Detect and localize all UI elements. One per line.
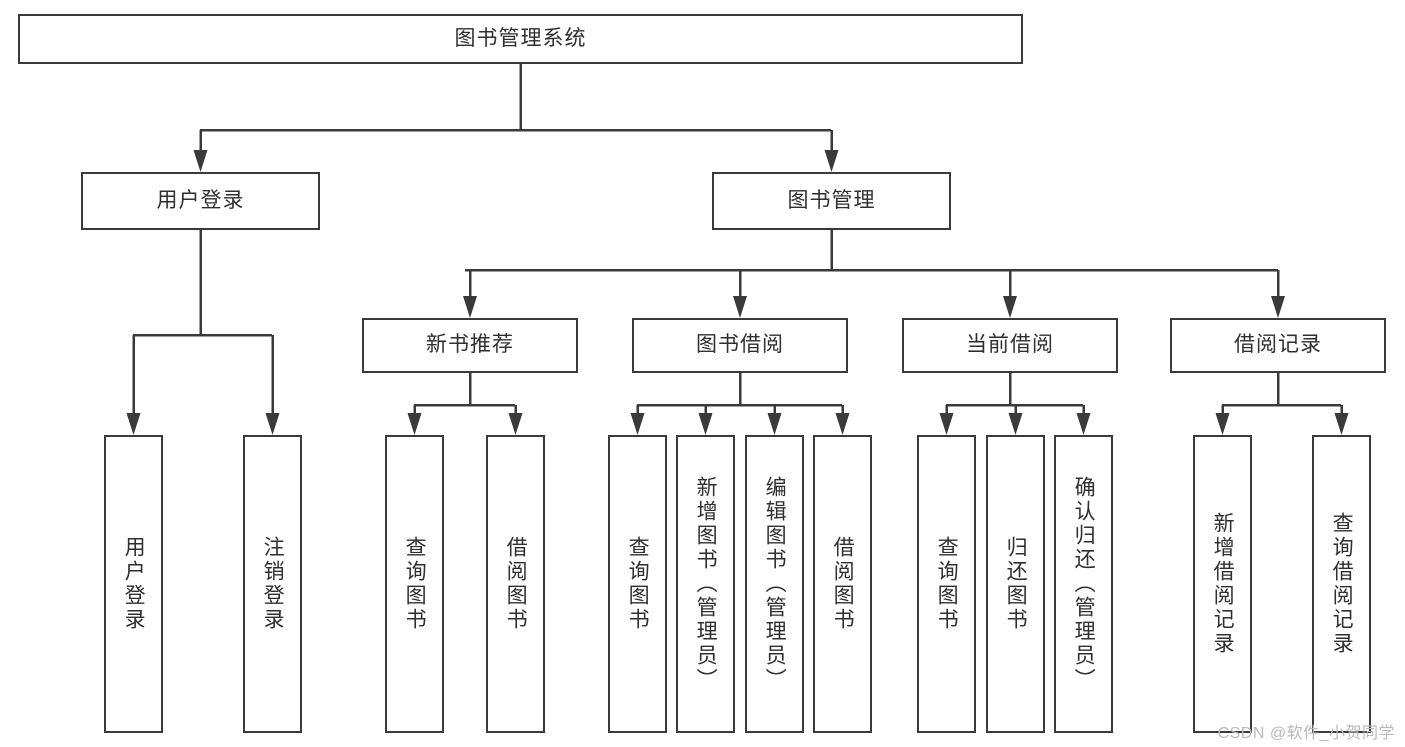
node-borrow[interactable]: 图书借阅 [632,318,848,373]
connector-arrowhead [767,413,782,435]
connector-arrowhead [824,150,839,172]
node-label-records: 借阅记录 [1234,333,1322,357]
node-l_ret[interactable]: 归还图书 [986,435,1045,733]
node-label-l_add: 新增图书（管理员） [694,476,718,692]
connector-arrowhead [835,413,850,435]
node-label-l_q2: 查询图书 [626,536,650,632]
node-login[interactable]: 用户登录 [81,172,320,230]
connector-arrowhead [1003,296,1017,318]
node-label-l_b1: 借阅图书 [504,536,528,632]
node-records[interactable]: 借阅记录 [1170,318,1386,373]
node-label-newbook: 新书推荐 [426,333,514,357]
connector-arrowhead [407,413,422,435]
node-label-l_ret: 归还图书 [1004,536,1028,632]
node-l_b2[interactable]: 借阅图书 [813,435,872,733]
connector-arrowhead [1008,413,1023,435]
node-l_addrec[interactable]: 新增借阅记录 [1193,435,1252,733]
connector-arrowhead [265,413,280,435]
node-root[interactable]: 图书管理系统 [18,14,1023,64]
node-l_q1[interactable]: 查询图书 [385,435,444,733]
node-label-l_q3: 查询图书 [935,536,959,632]
connector-arrowhead [193,150,208,172]
node-label-l_login: 用户登录 [122,536,146,632]
node-l_q3[interactable]: 查询图书 [917,435,976,733]
node-l_logout[interactable]: 注销登录 [243,435,302,733]
node-l_qrec[interactable]: 查询借阅记录 [1312,435,1371,733]
node-label-l_b2: 借阅图书 [831,536,855,632]
connector-arrowhead [939,413,954,435]
node-label-l_qrec: 查询借阅记录 [1330,512,1354,656]
node-l_b1[interactable]: 借阅图书 [486,435,545,733]
node-label-bookmgmt: 图书管理 [787,188,876,212]
node-label-login: 用户登录 [156,188,245,212]
node-l_conf[interactable]: 确认归还（管理员） [1054,435,1113,733]
connector-arrowhead [1334,413,1349,435]
connector-arrowhead [463,296,477,318]
node-label-l_addrec: 新增借阅记录 [1211,512,1235,656]
connector-arrowhead [1215,413,1230,435]
node-l_q2[interactable]: 查询图书 [608,435,667,733]
node-bookmgmt[interactable]: 图书管理 [712,172,951,230]
connector-arrowhead [126,413,141,435]
connector-arrowhead [733,296,747,318]
node-label-l_logout: 注销登录 [261,536,285,632]
node-l_edit[interactable]: 编辑图书（管理员） [745,435,804,733]
connector-arrowhead [1271,296,1285,318]
node-label-borrow: 图书借阅 [696,333,784,357]
connector-arrowhead [630,413,645,435]
connector-arrowhead [698,413,713,435]
node-l_login[interactable]: 用户登录 [104,435,163,733]
node-l_add[interactable]: 新增图书（管理员） [676,435,735,733]
node-label-l_conf: 确认归还（管理员） [1072,476,1096,692]
node-label-current: 当前借阅 [966,333,1054,357]
node-label-l_edit: 编辑图书（管理员） [763,476,787,692]
node-current[interactable]: 当前借阅 [902,318,1118,373]
node-newbook[interactable]: 新书推荐 [362,318,578,373]
connector-arrowhead [508,413,523,435]
node-label-root: 图书管理系统 [454,26,587,50]
connector-arrowhead [1076,413,1091,435]
node-label-l_q1: 查询图书 [403,536,427,632]
